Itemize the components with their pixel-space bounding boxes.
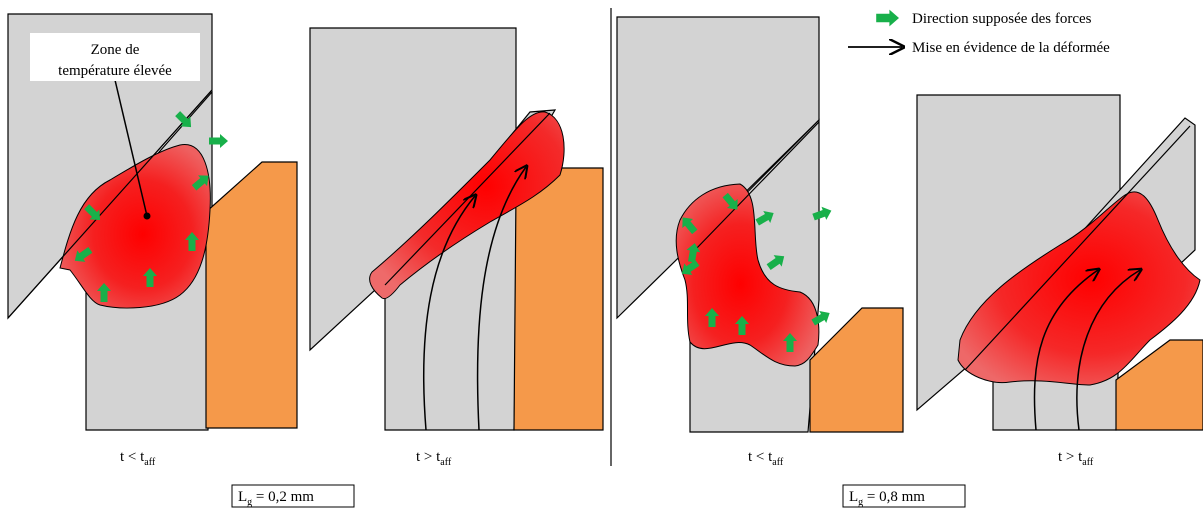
callout-leader xyxy=(114,79,148,217)
panel-1: Zone de température élevée t < taff xyxy=(7,13,298,468)
callout-line-2: température élevée xyxy=(58,63,172,79)
lg-label: Lg = 0,8 mm xyxy=(849,489,925,508)
panel-4: t > taff xyxy=(916,94,1203,468)
time-label: t < taff xyxy=(120,449,156,468)
workpiece-shape xyxy=(205,161,298,429)
hot-zone xyxy=(957,191,1201,386)
workpiece-shape xyxy=(513,167,604,431)
legend: Direction supposée des forces Mise en év… xyxy=(848,9,1110,56)
callout-box xyxy=(30,33,200,81)
time-label: t > taff xyxy=(416,449,452,468)
group-label-2: Lg = 0,8 mm xyxy=(842,484,966,508)
deformation-arrow xyxy=(476,167,526,431)
legend-force-label: Direction supposée des forces xyxy=(912,11,1092,27)
lg-box xyxy=(842,484,966,508)
time-label: t > taff xyxy=(1058,449,1094,468)
deformation-arrow xyxy=(422,196,475,431)
callout-line-1: Zone de xyxy=(91,42,140,58)
panel-3: t < taff xyxy=(616,16,904,468)
deformation-arrow xyxy=(1033,270,1098,431)
shear-line xyxy=(694,121,820,251)
workpiece-shape xyxy=(809,307,904,433)
group-label-1: Lg = 0,2 mm xyxy=(231,484,355,508)
lg-box xyxy=(231,484,355,508)
legend-deformation-label: Mise en évidence de la déformée xyxy=(912,40,1110,56)
hot-zone xyxy=(59,144,211,309)
panel-2: t > taff xyxy=(309,27,604,468)
lg-label: Lg = 0,2 mm xyxy=(238,489,314,508)
time-label: t < taff xyxy=(748,449,784,468)
callout-point xyxy=(143,212,151,220)
shear-line xyxy=(964,125,1191,371)
deformation-arrow xyxy=(1076,270,1140,431)
shear-line xyxy=(7,89,213,319)
force-arrow-legend-icon xyxy=(876,9,899,27)
workpiece-shape xyxy=(1115,339,1203,431)
